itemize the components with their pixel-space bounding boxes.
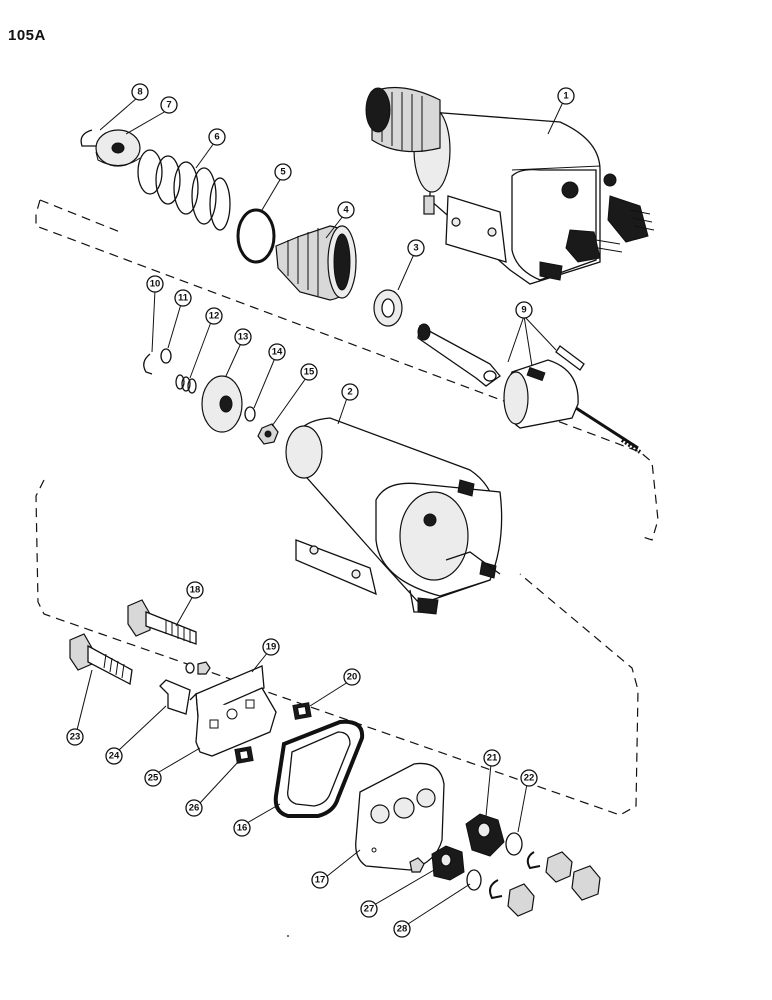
washer-stack-28 [466,869,535,917]
bolt-18 [127,599,197,645]
callout-20: 20 [343,668,361,686]
svg-text:27: 27 [364,904,375,915]
callout-9: 9 [515,301,533,319]
washer-14 [244,406,256,422]
callout-3: 3 [407,239,425,257]
svg-text:16: 16 [237,823,248,834]
svg-text:24: 24 [109,751,120,762]
svg-text:10: 10 [150,279,161,290]
terminal-clip-24 [159,679,191,715]
boot-4 [275,225,357,301]
svg-text:9: 9 [521,305,526,316]
svg-text:18: 18 [190,585,201,596]
svg-text:20: 20 [347,672,358,683]
svg-text:26: 26 [189,803,200,814]
svg-text:17: 17 [315,875,326,886]
nut-washer-small [185,661,211,675]
plunger-9 [417,323,642,454]
insulator-plate-17 [355,762,445,871]
terminal-plate-25 [189,665,277,757]
callout-7: 7 [160,96,178,114]
callout-21: 21 [483,749,501,767]
svg-text:21: 21 [487,753,498,764]
svg-text:6: 6 [214,132,219,143]
svg-text:15: 15 [304,367,315,378]
lower-group-outline [35,479,639,816]
callout-18: 18 [186,581,204,599]
callout-4: 4 [337,201,355,219]
gasket-16 [273,719,365,818]
callout-28: 28 [393,920,411,938]
callout-24: 24 [105,747,123,765]
callout-5: 5 [274,163,292,181]
o-ring-5 [236,208,276,264]
svg-text:12: 12 [209,311,220,322]
callout-25: 25 [144,769,162,787]
callout-11: 11 [174,289,192,307]
callout-27: 27 [360,900,378,918]
spring-12 [175,374,197,394]
spring-6 [137,149,231,231]
svg-text:2: 2 [347,387,352,398]
disc-13 [201,375,243,433]
svg-text:22: 22 [524,773,535,784]
svg-text:4: 4 [343,205,349,216]
svg-text:14: 14 [272,347,283,358]
svg-text:19: 19 [266,642,277,653]
callout-8: 8 [131,83,149,101]
terminal-insulator-21 [465,813,505,857]
snap-ring-8 [80,129,96,147]
callout-6: 6 [208,128,226,146]
svg-text:11: 11 [178,293,189,304]
svg-text:1: 1 [563,91,569,102]
spring-cap-7 [95,129,141,167]
callout-23: 23 [66,728,84,746]
callout-10: 10 [146,275,164,293]
gasket-20 [292,702,312,720]
upper-group-outline-top [39,199,121,233]
callout-16: 16 [233,819,251,837]
svg-text:28: 28 [397,924,408,935]
callout-17: 17 [311,871,329,889]
leader-lines [76,97,564,925]
svg-text:5: 5 [280,167,286,178]
page-dot [287,935,289,937]
washer-stack-22 [505,832,601,901]
callout-15: 15 [300,363,318,381]
page-title: 105A [8,27,46,44]
callout-2: 2 [341,383,359,401]
upper-group-outline [35,199,659,541]
solenoid-assembly-1 [365,86,655,285]
callout-12: 12 [205,307,223,325]
svg-text:23: 23 [70,732,81,743]
callout-19: 19 [262,638,280,656]
svg-text:25: 25 [148,773,159,784]
bolt-23 [69,633,133,686]
callout-1: 1 [557,87,575,105]
washer-3 [373,289,403,327]
snap-ring-10 [143,353,153,375]
callout-13: 13 [234,328,252,346]
svg-text:7: 7 [166,100,171,111]
callout-26: 26 [185,799,203,817]
terminal-insulator-27 [409,845,465,881]
washer-11 [160,348,172,364]
svg-text:3: 3 [413,243,418,254]
callout-22: 22 [520,769,538,787]
nut-15 [257,423,279,445]
gasket-26 [234,746,254,764]
solenoid-housing-2 [285,417,503,615]
svg-text:13: 13 [238,332,249,343]
callout-14: 14 [268,343,286,361]
svg-text:8: 8 [137,87,142,98]
